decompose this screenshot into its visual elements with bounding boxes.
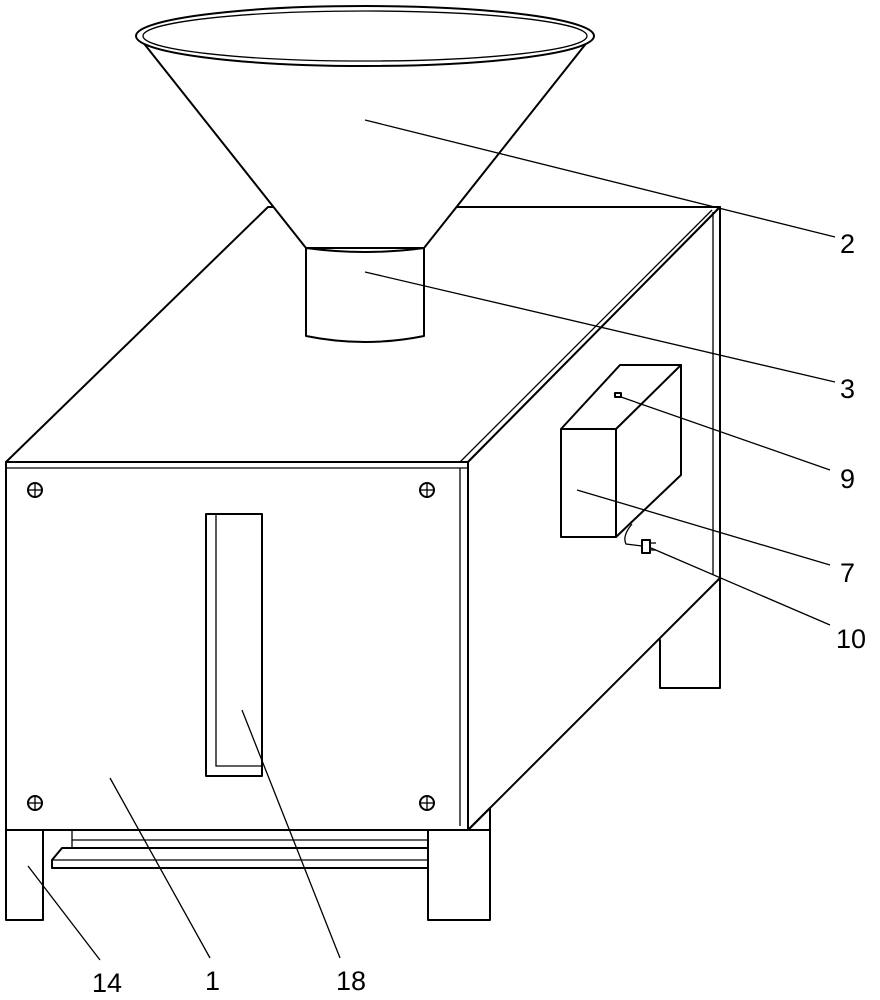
label-hopper: 2 [840, 229, 855, 259]
screw-icon [27, 795, 43, 811]
observation-window [205, 513, 263, 777]
screw-icon [419, 482, 435, 498]
label-plug: 10 [836, 624, 866, 654]
power-plug [624, 523, 656, 554]
hopper-rim [135, 5, 595, 67]
base-frame [5, 807, 491, 921]
front-left-leg [5, 829, 44, 921]
feed-pipe [305, 247, 425, 343]
label-body: 1 [205, 966, 220, 996]
leader-lines [27, 119, 836, 961]
indicator-light [614, 392, 622, 398]
label-control-box: 7 [840, 558, 855, 588]
front-right-leg [427, 829, 491, 921]
label-feed-pipe: 3 [840, 374, 855, 404]
screw-icons [27, 482, 435, 811]
screw-icon [419, 795, 435, 811]
body-front-face [5, 461, 469, 831]
label-support-leg: 14 [92, 968, 122, 998]
label-indicator: 9 [840, 464, 855, 494]
crossbar [51, 847, 429, 869]
label-window: 18 [336, 966, 366, 996]
hopper [135, 5, 595, 249]
screw-icon [27, 482, 43, 498]
